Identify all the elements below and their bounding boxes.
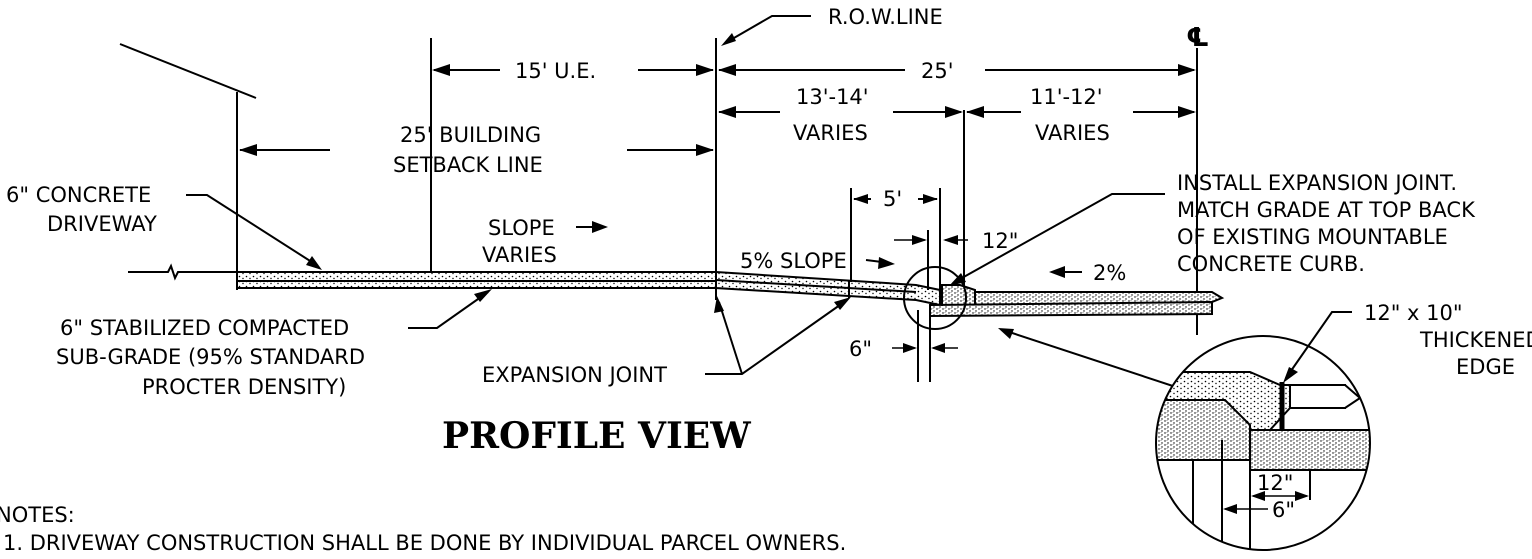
install-label-3: OF EXISTING MOUNTABLE — [1177, 225, 1448, 249]
setback-label-1: 25' BUILDING — [400, 123, 541, 147]
six-in-label: 6" — [849, 337, 872, 361]
ground-break-line — [128, 263, 237, 281]
expansion-joint-leader: EXPANSION JOINT — [482, 296, 851, 387]
centerline-symbol: ℄ — [1186, 23, 1209, 53]
varies-11-12-sub: VARIES — [1035, 121, 1110, 145]
note-item-1: 1. DRIVEWAY CONSTRUCTION SHALL BE DONE B… — [3, 531, 846, 554]
thickened-label-2: THICKENED — [1419, 328, 1532, 352]
two-pct-label: 2% — [1093, 261, 1126, 285]
varies-11-12-dimension: 11'-12' VARIES — [966, 85, 1196, 145]
detail-view: 12" 6" — [1155, 335, 1371, 551]
thickened-edge-note: 12" x 10" THICKENED EDGE — [1283, 301, 1532, 383]
thickened-label-3: EDGE — [1456, 355, 1515, 379]
subgrade-label-3: PROCTER DENSITY) — [142, 375, 346, 399]
subgrade-label-2: SUB-GRADE (95% STANDARD — [56, 345, 365, 369]
row-line-leader: R.O.W.LINE — [721, 5, 943, 46]
setback-label-2: SETBACK LINE — [393, 153, 543, 177]
five-pct-slope-label: 5% SLOPE — [740, 249, 847, 273]
five-pct-slope-note: 5% SLOPE — [740, 249, 895, 273]
install-label-4: CONCRETE CURB. — [1177, 252, 1365, 276]
varies-13-14-sub: VARIES — [793, 121, 868, 145]
detail-callout-circle — [903, 266, 967, 330]
driveway-label-2: DRIVEWAY — [47, 212, 157, 236]
install-label-1: INSTALL EXPANSION JOINT. — [1177, 171, 1457, 195]
detail-leader — [998, 328, 1186, 391]
ue-15-label: 15' U.E. — [515, 59, 596, 83]
five-ft-dimension: 5' — [850, 187, 941, 286]
row-25-label: 25' — [921, 59, 954, 83]
expansion-joint-label: EXPANSION JOINT — [482, 363, 667, 387]
varies-11-12-label: 11'-12' — [1030, 85, 1103, 109]
centerline-label: ℄ — [1186, 23, 1209, 53]
driveway-label-1: 6" CONCRETE — [6, 183, 151, 207]
detail-6-label: 6" — [1272, 498, 1295, 522]
row-line-label: R.O.W.LINE — [828, 5, 943, 29]
driveway-leader: 6" CONCRETE DRIVEWAY — [6, 183, 322, 270]
five-ft-label: 5' — [883, 187, 902, 211]
slope-label-2: VARIES — [482, 243, 557, 267]
install-expansion-joint-note: INSTALL EXPANSION JOINT. MATCH GRADE AT … — [949, 171, 1476, 286]
house-roof-outline — [119, 43, 257, 290]
reference-lines — [430, 38, 1198, 335]
profile-view-title: PROFILE VIEW — [442, 415, 751, 457]
notes-heading: NOTES: — [0, 503, 75, 527]
varies-13-14-label: 13'-14' — [796, 85, 869, 109]
detail-12-label: 12" — [1257, 471, 1293, 495]
subgrade-label-1: 6" STABILIZED COMPACTED — [60, 316, 349, 340]
driveway-slab — [236, 270, 1225, 318]
subgrade-note: 6" STABILIZED COMPACTED SUB-GRADE (95% S… — [56, 289, 492, 399]
notes-block: NOTES: 1. DRIVEWAY CONSTRUCTION SHALL BE… — [0, 503, 846, 555]
setback-dimension: 25' BUILDING SETBACK LINE — [239, 123, 714, 177]
varies-13-14-dimension: 13'-14' VARIES — [718, 85, 963, 145]
two-pct-note: 2% — [1049, 261, 1126, 285]
slope-varies-note: SLOPE VARIES — [482, 216, 608, 267]
ue-dimension: 15' U.E. — [432, 59, 714, 83]
six-in-dimension: 6" — [849, 310, 958, 382]
thickened-label-1: 12" x 10" — [1364, 301, 1463, 325]
slope-label-1: SLOPE — [488, 216, 555, 240]
expansion-joint-marks — [715, 268, 943, 306]
install-label-2: MATCH GRADE AT TOP BACK — [1177, 198, 1476, 222]
row-25-dimension: 25' — [718, 59, 1196, 83]
